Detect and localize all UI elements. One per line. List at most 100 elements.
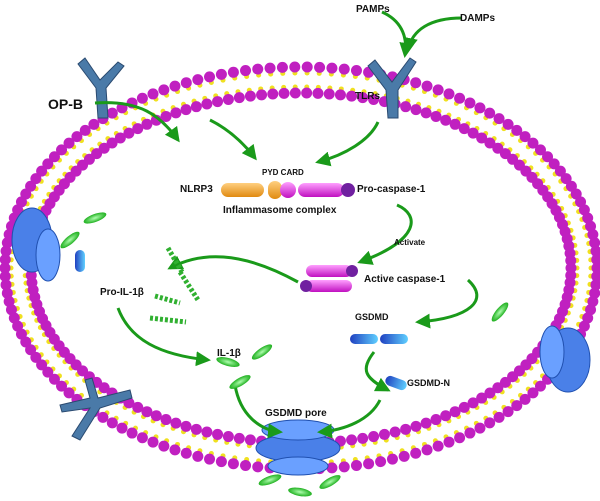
- lipid-head: [443, 88, 455, 100]
- lipid-head: [458, 401, 470, 413]
- lipid-head: [222, 431, 234, 443]
- lipid-head: [5, 304, 17, 316]
- lipid-head: [227, 458, 239, 470]
- lipid-head: [527, 387, 539, 399]
- lipid-head: [276, 61, 288, 73]
- label-active-caspase-1: Active caspase-1: [364, 274, 446, 285]
- lipid-head: [97, 411, 109, 423]
- lipid-head: [180, 77, 192, 89]
- lipid-head: [410, 420, 422, 432]
- lipid-head: [432, 440, 444, 452]
- lipid-head: [334, 89, 346, 101]
- lipid-head: [443, 436, 455, 448]
- arrow-opb: [94, 101, 180, 143]
- lipid-head: [449, 406, 461, 418]
- lipid-head: [158, 440, 170, 452]
- lipid-head: [180, 447, 192, 459]
- lipid-head: [301, 61, 313, 73]
- lipid-head: [264, 62, 276, 74]
- lipid-head: [126, 427, 138, 439]
- il1b-molecules: [60, 212, 509, 497]
- lipid-head: [256, 89, 268, 101]
- lipid-head: [36, 165, 48, 177]
- lipid-head: [565, 255, 577, 267]
- lipid-head: [378, 428, 390, 440]
- lipid-head: [301, 87, 313, 99]
- lipid-head: [474, 102, 486, 114]
- lipid-head: [493, 411, 505, 423]
- lipid-head: [132, 401, 144, 413]
- arrow-tlr-right: [315, 121, 380, 167]
- lipid-head: [215, 68, 227, 80]
- lipid-head: [180, 420, 192, 432]
- arrow-pamps: [381, 10, 415, 58]
- lipid-head: [519, 393, 531, 405]
- lipid-head: [440, 410, 452, 422]
- lipid-head: [63, 387, 75, 399]
- lipid-head: [421, 444, 433, 456]
- label-inflammasome-complex: Inflammasome complex: [223, 205, 337, 216]
- lipid-head: [323, 88, 335, 100]
- lipid-head: [534, 380, 546, 392]
- lipid-head: [386, 453, 398, 465]
- label-pro-caspase-1: Pro-caspase-1: [357, 184, 426, 195]
- lipid-head: [233, 432, 245, 444]
- lipid-head: [215, 456, 227, 468]
- lipid-head: [169, 80, 181, 92]
- lipid-head: [357, 92, 369, 104]
- lipid-head: [240, 459, 252, 471]
- label-nlrp3: NLRP3: [180, 184, 213, 195]
- label-pamps: PAMPs: [356, 4, 390, 15]
- lipid-head: [192, 74, 204, 86]
- lipid-head: [201, 426, 213, 438]
- lipid-head: [314, 61, 326, 73]
- lipid-head: [591, 270, 600, 282]
- lipid-head: [3, 296, 15, 308]
- lipid-head: [227, 66, 239, 78]
- lipid-head: [79, 124, 91, 136]
- lipid-head: [420, 417, 432, 429]
- lipid-head: [123, 127, 135, 139]
- lipid-head: [240, 65, 252, 77]
- lipid-head: [432, 84, 444, 96]
- lipid-head: [36, 359, 48, 371]
- arrow-tlr-left: [209, 118, 257, 161]
- lipid-head: [91, 148, 103, 160]
- label-gsdmd-pore: GSDMD pore: [265, 408, 327, 419]
- lipid-head: [0, 270, 11, 282]
- lipid-head: [326, 62, 338, 74]
- lipid-head: [114, 132, 126, 144]
- lipid-head: [589, 287, 600, 299]
- lipid-head: [346, 434, 358, 446]
- lipid-head: [454, 432, 466, 444]
- lipid-head: [338, 63, 350, 75]
- gsdmd-protein-icon: [350, 334, 408, 344]
- lipid-head: [106, 107, 118, 119]
- lipid-head: [0, 254, 11, 266]
- lipid-head: [484, 107, 496, 119]
- label-opb: OP-B: [48, 96, 83, 112]
- tlr-receptor-icon: [367, 57, 417, 119]
- lipid-head: [147, 88, 159, 100]
- lipid-head: [474, 422, 486, 434]
- lipid-head: [410, 447, 422, 459]
- lipid-head: [212, 96, 224, 108]
- lipid-head: [590, 245, 600, 257]
- lipid-head: [42, 366, 54, 378]
- lipid-head: [519, 131, 531, 143]
- lipid-head: [400, 423, 412, 435]
- lipid-head: [430, 110, 442, 122]
- lipid-head: [430, 414, 442, 426]
- lipid-head: [147, 436, 159, 448]
- lipid-head: [484, 137, 496, 149]
- arrow-pro-to-il1b: [116, 307, 211, 367]
- arrows: [94, 10, 479, 439]
- lipid-head: [440, 114, 452, 126]
- lipid-head: [542, 151, 554, 163]
- pro-il1b-molecules: [149, 246, 201, 325]
- lipid-head: [357, 432, 369, 444]
- lipid-head: [585, 220, 597, 232]
- lipid-head: [420, 107, 432, 119]
